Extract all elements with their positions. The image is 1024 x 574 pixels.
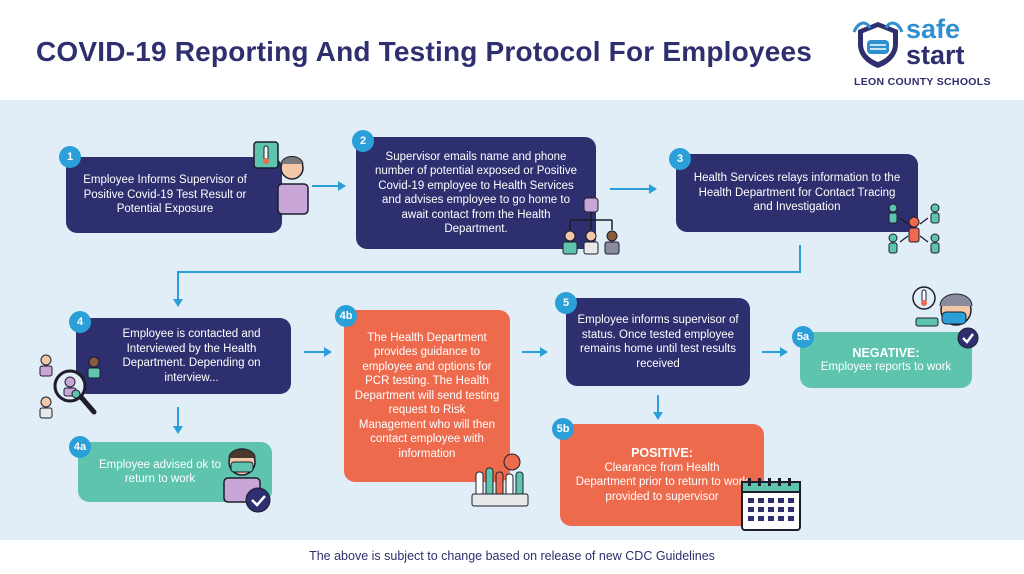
header: COVID-19 Reporting And Testing Protocol … <box>0 0 1024 100</box>
step-5a-text: Employee reports to work <box>820 361 952 373</box>
org-chart-icon <box>562 197 620 255</box>
step-2-box: Supervisor emails name and phone number … <box>356 137 596 249</box>
step-5a-badge: 5a <box>792 326 814 348</box>
step-4a-text: Employee advised ok to return to work <box>98 458 222 486</box>
step-5b-box: POSITIVE: Clearance from Health Departme… <box>560 424 764 526</box>
contact-tracing-icon <box>888 203 940 254</box>
step-3-badge: 3 <box>669 148 691 170</box>
logo-subtitle: LEON COUNTY SCHOOLS <box>854 76 991 88</box>
step-5b-badge: 5b <box>552 418 574 440</box>
step-4-box: Employee is contacted and Interviewed by… <box>76 318 291 394</box>
thermometer-sick-person-icon <box>253 141 309 215</box>
step-3-box: Health Services relays information to th… <box>676 154 918 232</box>
step-2-text: Supervisor emails name and phone number … <box>374 150 577 236</box>
logo-word-start: start <box>906 40 965 70</box>
step-1-box: Employee Informs Supervisor of Positive … <box>66 157 282 233</box>
shield-mask-logo-icon <box>852 21 904 68</box>
step-4b-box: The Health Department provides guidance … <box>344 310 510 482</box>
step-1-text: Employee Informs Supervisor of Positive … <box>83 174 247 216</box>
step-5b-heading: POSITIVE: <box>631 446 693 460</box>
step-4-text: Employee is contacted and Interviewed by… <box>122 328 261 384</box>
logo: safe start LEON COUNTY SCHOOLS <box>852 16 1012 88</box>
step-5a-box: NEGATIVE: Employee reports to work <box>800 332 972 388</box>
step-4b-text: The Health Department provides guidance … <box>354 331 500 460</box>
page-title: COVID-19 Reporting And Testing Protocol … <box>36 36 813 67</box>
step-1-badge: 1 <box>59 146 81 168</box>
calendar-icon <box>741 478 801 531</box>
step-5-box: Employee informs supervisor of status. O… <box>566 298 750 386</box>
step-3-text: Health Services relays information to th… <box>693 172 901 214</box>
step-4-badge: 4 <box>69 311 91 333</box>
lab-test-tubes-icon <box>471 453 529 507</box>
magnifier-people-icon <box>39 354 101 419</box>
step-5b-text: Clearance from Health Department prior t… <box>575 461 749 503</box>
step-2-badge: 2 <box>352 130 374 152</box>
step-5a-heading: NEGATIVE: <box>852 345 920 360</box>
step-4a-badge: 4a <box>69 436 91 458</box>
masked-person-check-icon <box>223 448 271 513</box>
logo-word-safe: safe <box>906 14 961 44</box>
footer-note: The above is subject to change based on … <box>309 549 715 563</box>
step-4b-badge: 4b <box>335 305 357 327</box>
step-5-text: Employee informs supervisor of status. O… <box>577 314 739 370</box>
temperature-check-icon <box>912 286 979 349</box>
footer <box>0 540 1024 574</box>
arrow-3-4 <box>177 245 801 300</box>
step-5-badge: 5 <box>555 292 577 314</box>
